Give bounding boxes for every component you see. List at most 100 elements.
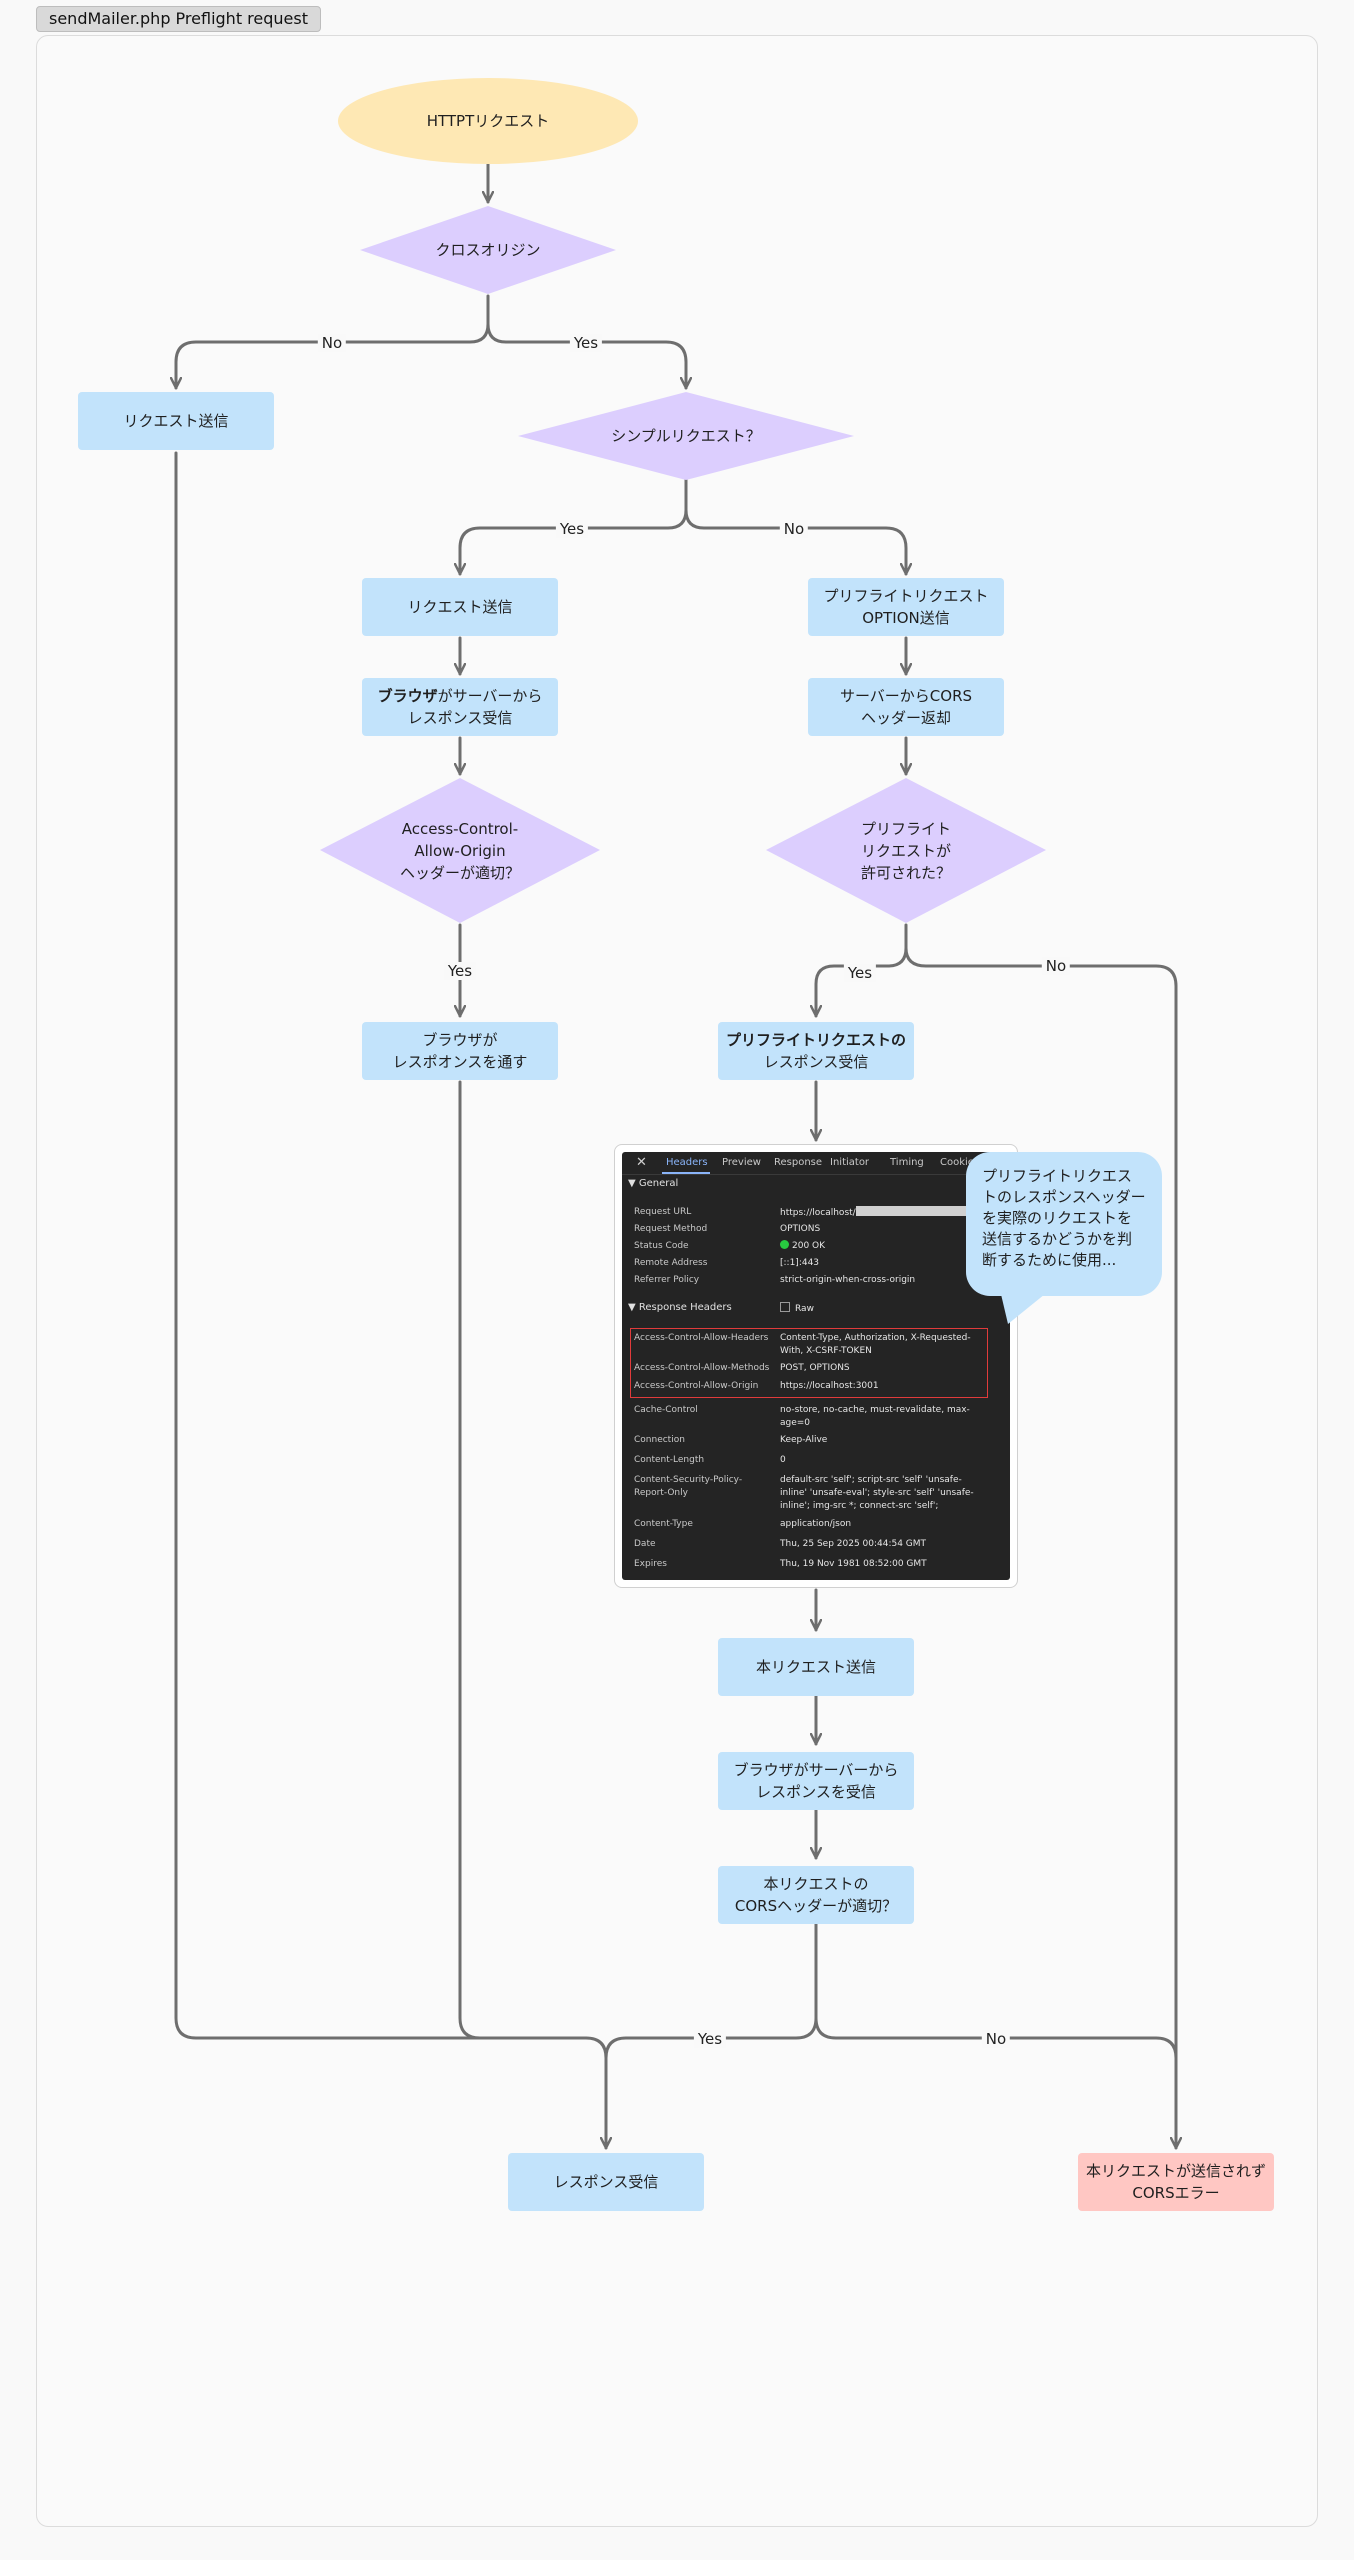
process-send-request-mid[interactable]: リクエスト送信	[362, 578, 558, 636]
callout-note[interactable]: プリフライトリクエストのレスポンスヘッダーを実際のリクエストを送信するかどうかを…	[966, 1152, 1162, 1296]
edge-allowed-no	[904, 946, 1176, 2150]
header-key: Request Method	[634, 1224, 708, 1234]
active-tab-indicator	[662, 1172, 710, 1174]
edge-label-yes: Yes	[843, 964, 877, 982]
edge-label-no: No	[1041, 957, 1071, 975]
node-label-line: リクエストが	[860, 841, 951, 860]
devtools-tab-bar: ✕ Headers Preview Response Initiator Tim…	[622, 1152, 1010, 1175]
edge-label-yes: Yes	[569, 334, 603, 352]
node-label-line: ブラウザがサーバーから	[733, 1761, 899, 1779]
header-key: Access-Control-Allow-Headers	[634, 1333, 769, 1343]
node-label: 本リクエストが送信されず CORSエラー	[1086, 2160, 1266, 2204]
node-label: レスポンス受信	[553, 2173, 659, 2191]
header-key: Remote Address	[634, 1258, 708, 1268]
edge-cors-yes	[604, 1922, 818, 2060]
header-value: OPTIONS	[780, 1224, 821, 1234]
process-browser-pass[interactable]: ブラウザがレスポオンスを通す	[362, 1022, 558, 1080]
node-label-line: CORSエラー	[1132, 2184, 1220, 2202]
tab-timing[interactable]: Timing	[890, 1157, 924, 1168]
process-send-request-left[interactable]: リクエスト送信	[78, 392, 274, 450]
tab-initiator[interactable]: Initiator	[830, 1157, 870, 1168]
node-label-line: 本リクエストが送信されず	[1085, 2162, 1266, 2180]
decision-preflight-allowed[interactable]: プリフライトリクエストが許可された？	[766, 778, 1046, 923]
highlight-box	[630, 1328, 988, 1398]
process-preflight-receive[interactable]: プリフライトリクエストのレスポンス受信	[718, 1022, 914, 1080]
node-label-line: プリフライト	[860, 819, 951, 838]
edge-pass-down	[458, 1080, 588, 2040]
status-ok-icon	[780, 1240, 789, 1249]
node-label: プリフライトリクエストが許可された？	[861, 818, 951, 884]
process-response-receive[interactable]: レスポンス受信	[508, 2153, 704, 2211]
node-label-line: プリフライトリクエスト	[823, 587, 989, 605]
node-label: 本リクエスト送信	[755, 1658, 876, 1676]
header-value: [::1]:443	[780, 1258, 820, 1268]
header-key: Access-Control-Allow-Methods	[634, 1363, 770, 1373]
header-value: Keep-Alive	[780, 1435, 828, 1445]
header-value-text: 200 OK	[792, 1241, 826, 1251]
node-label: リクエスト送信	[123, 412, 229, 430]
process-browser-receive[interactable]: ブラウザがサーバーからレスポンス受信	[362, 678, 558, 736]
node-label: リクエスト送信	[407, 598, 513, 616]
close-icon[interactable]: ✕	[636, 1155, 647, 1170]
node-label-line: 許可された？	[860, 863, 951, 882]
raw-label: Raw	[795, 1304, 814, 1314]
node-label-line: ヘッダー返却	[860, 709, 951, 727]
node-label-bold: プリフライトリクエストの	[725, 1031, 906, 1049]
diagram-title-tab[interactable]: sendMailer.php Preflight request	[36, 6, 321, 32]
header-value: 0	[780, 1455, 786, 1465]
tab-response[interactable]: Response	[774, 1157, 823, 1168]
start-http-request[interactable]: HTTPTリクエスト	[338, 78, 638, 164]
node-label: シンプルリクエスト？	[611, 427, 761, 445]
edge-label-no: No	[981, 2030, 1011, 2048]
tab-preview[interactable]: Preview	[722, 1157, 761, 1168]
header-value: Thu, 19 Nov 1981 08:52:00 GMT	[780, 1559, 927, 1569]
node-label: プリフライトリクエストのレスポンス受信	[726, 1029, 906, 1073]
redacted-url-mask	[855, 1206, 974, 1216]
node-label-line: レスポオンスを通す	[392, 1053, 528, 1071]
node-label: ブラウザがサーバーからレスポンス受信	[378, 685, 543, 729]
decision-acao-header[interactable]: Access-Control- Allow-Origin ヘッダーが適切？	[320, 778, 600, 923]
decision-cross-origin[interactable]: クロスオリジン	[360, 206, 616, 294]
edge-label-no: No	[779, 520, 809, 538]
response-headers-section-header[interactable]: ▼ Response Headers	[628, 1302, 732, 1313]
process-main-receive[interactable]: ブラウザがサーバーからレスポンスを受信	[718, 1752, 914, 1810]
raw-toggle[interactable]: Raw	[780, 1302, 980, 1316]
header-value: https://localhost/	[780, 1206, 980, 1220]
node-label-part: レスポンス受信	[407, 709, 513, 727]
diamond-shape	[766, 778, 1046, 923]
edge-label-yes: Yes	[555, 520, 589, 538]
header-value: strict-origin-when-cross-origin	[780, 1275, 916, 1285]
general-section-header[interactable]: ▼ General	[628, 1178, 679, 1189]
process-main-send[interactable]: 本リクエスト送信	[718, 1638, 914, 1696]
checkbox-icon[interactable]	[780, 1302, 790, 1312]
header-value: default-src 'self'; script-src 'self' 'u…	[780, 1475, 974, 1511]
header-key: Expires	[634, 1559, 667, 1569]
edge-simple-no	[684, 508, 906, 576]
decision-simple-request[interactable]: シンプルリクエスト？	[518, 392, 854, 480]
edge-label-yes: Yes	[693, 2030, 727, 2048]
header-value: POST, OPTIONS	[780, 1363, 850, 1373]
header-value: application/json	[780, 1519, 852, 1529]
terminal-cors-error[interactable]: 本リクエストが送信されず CORSエラー	[1078, 2153, 1274, 2211]
node-label: クロスオリジン	[435, 241, 541, 259]
node-label-line: レスポンス受信	[763, 1053, 869, 1071]
edge-cross-yes	[486, 322, 686, 390]
edge-left-down	[174, 451, 606, 2150]
header-key: Date	[634, 1539, 656, 1549]
node-label-line: Access-Control-	[401, 819, 519, 838]
diamond-shape	[320, 778, 600, 923]
tab-cookies[interactable]: Cookies	[940, 1157, 980, 1168]
node-label-line: ヘッダーが適切？	[399, 863, 520, 882]
header-value: https://localhost:3001	[780, 1381, 879, 1391]
node-label-line: Allow-Origin	[414, 841, 506, 860]
node-label-line: レスポンスを受信	[756, 1783, 876, 1801]
tab-headers[interactable]: Headers	[666, 1157, 708, 1168]
header-value: Thu, 25 Sep 2025 00:44:54 GMT	[780, 1539, 927, 1549]
node-label-line: ブラウザが	[422, 1031, 498, 1049]
node-label-line: CORSヘッダーが適切？	[734, 1897, 898, 1915]
